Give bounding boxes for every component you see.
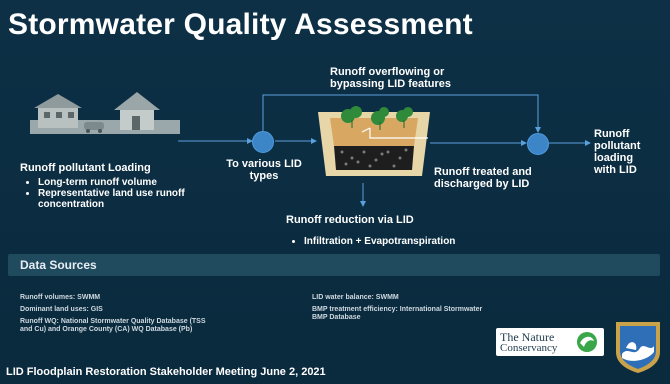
slide-title: Stormwater Quality Assessment <box>8 8 473 41</box>
ds-left-0: Runoff volumes: SWMM <box>20 294 101 301</box>
ds-left-1: Dominant land uses: GIS <box>20 306 103 313</box>
ds-left-3: and Cu) and Orange County (CA) WQ Databa… <box>20 326 193 333</box>
line-bypass <box>262 94 541 133</box>
seal-logo <box>616 322 660 373</box>
ds-left-2: Runoff WQ: National Stormwater Quality D… <box>20 318 206 325</box>
nature-conservancy-logo: The Nature Conservancy <box>496 328 604 356</box>
reduction-bullets: Infiltration + Evapotranspiration <box>292 236 492 247</box>
reduction-title: Runoff reduction via LID <box>286 214 414 226</box>
loading-bullet: Long-term runoff volume <box>38 177 196 188</box>
data-sources-header: Data Sources <box>8 254 660 276</box>
reduction-bullet: Infiltration + Evapotranspiration <box>304 236 492 247</box>
ds-right-1: BMP treatment efficiency: International … <box>312 306 483 313</box>
footer-text: LID Floodplain Restoration Stakeholder M… <box>6 366 326 378</box>
junction-node-right <box>527 133 549 155</box>
to-lid-label: To various LID types <box>226 158 302 182</box>
loading-title: Runoff pollutant Loading <box>20 162 151 174</box>
houses-icon <box>30 92 180 134</box>
bypass-label: Runoff overflowing or bypassing LID feat… <box>330 66 452 90</box>
junction-node-left <box>252 131 274 153</box>
lid-cross-section-icon <box>318 106 430 176</box>
treated-label: Runoff treated and discharged by LID <box>434 166 532 190</box>
ds-right-2: BMP Database <box>312 314 361 321</box>
loading-bullets: Long-term runoff volume Representative l… <box>26 177 196 210</box>
output-label: Runoff pollutant loading with LID <box>594 128 641 176</box>
ds-right-0: LID water balance: SWMM <box>312 294 399 301</box>
loading-bullet: Representative land use runoff concentra… <box>38 188 196 210</box>
